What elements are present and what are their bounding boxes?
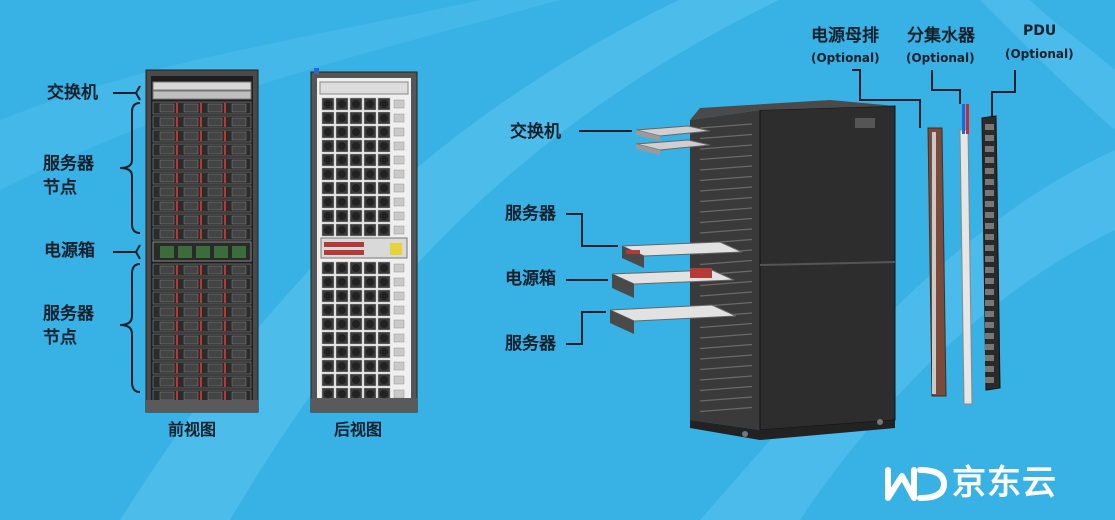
front-power-box-label: 电源箱 [44, 241, 95, 261]
manifold-note: (Optional) [906, 51, 975, 65]
exploded-power-box [611, 268, 735, 298]
rack-side-vents [699, 123, 753, 413]
exploded-power-box-label: 电源箱 [505, 269, 556, 289]
manifold-component [959, 104, 973, 405]
exploded-rack [609, 100, 896, 440]
rear-view-caption: 后视图 [334, 420, 383, 439]
front-server-nodes-top-label-line1: 服务器 [43, 154, 94, 174]
front-switch-unit [152, 81, 252, 100]
rear-fan-grid-bottom [321, 261, 405, 401]
busbar-label: 电源母排 [811, 26, 879, 46]
exploded-switch-label: 交换机 [510, 122, 561, 142]
front-server-nodes-top-label-line2: 节点 [43, 178, 77, 198]
front-view-rack [145, 69, 259, 413]
exploded-server-top [621, 241, 743, 268]
exploded-leader-lines [566, 69, 1016, 345]
front-server-nodes-bottom-label-line1: 服务器 [43, 304, 94, 324]
front-switch-label: 交换机 [47, 83, 98, 103]
front-server-nodes-bottom-label-line2: 节点 [43, 328, 77, 348]
exploded-server-bottom-label: 服务器 [505, 334, 556, 354]
front-server-nodes-bottom [152, 263, 252, 403]
busbar-component [927, 127, 947, 397]
rear-power-panel [320, 237, 408, 259]
pdu-label: PDU [1023, 23, 1057, 39]
front-label-brackets [113, 85, 141, 393]
front-power-box [152, 241, 252, 262]
pdu-sockets [985, 124, 994, 383]
front-server-nodes-top [152, 101, 252, 241]
jdcloud-logo-text: 京东云 [952, 463, 1057, 503]
exploded-server-bottom [609, 304, 737, 334]
front-view-caption: 前视图 [168, 420, 217, 439]
pdu-note: (Optional) [1005, 47, 1074, 61]
rear-view-rack [310, 68, 418, 413]
jdcloud-logo-icon [885, 467, 947, 501]
rear-fan-grid-top [321, 97, 405, 237]
busbar-note: (Optional) [811, 51, 880, 65]
pdu-component [981, 115, 1001, 391]
exploded-switch-units [635, 125, 711, 155]
manifold-label: 分集水器 [907, 26, 975, 46]
exploded-server-top-label: 服务器 [505, 204, 556, 224]
